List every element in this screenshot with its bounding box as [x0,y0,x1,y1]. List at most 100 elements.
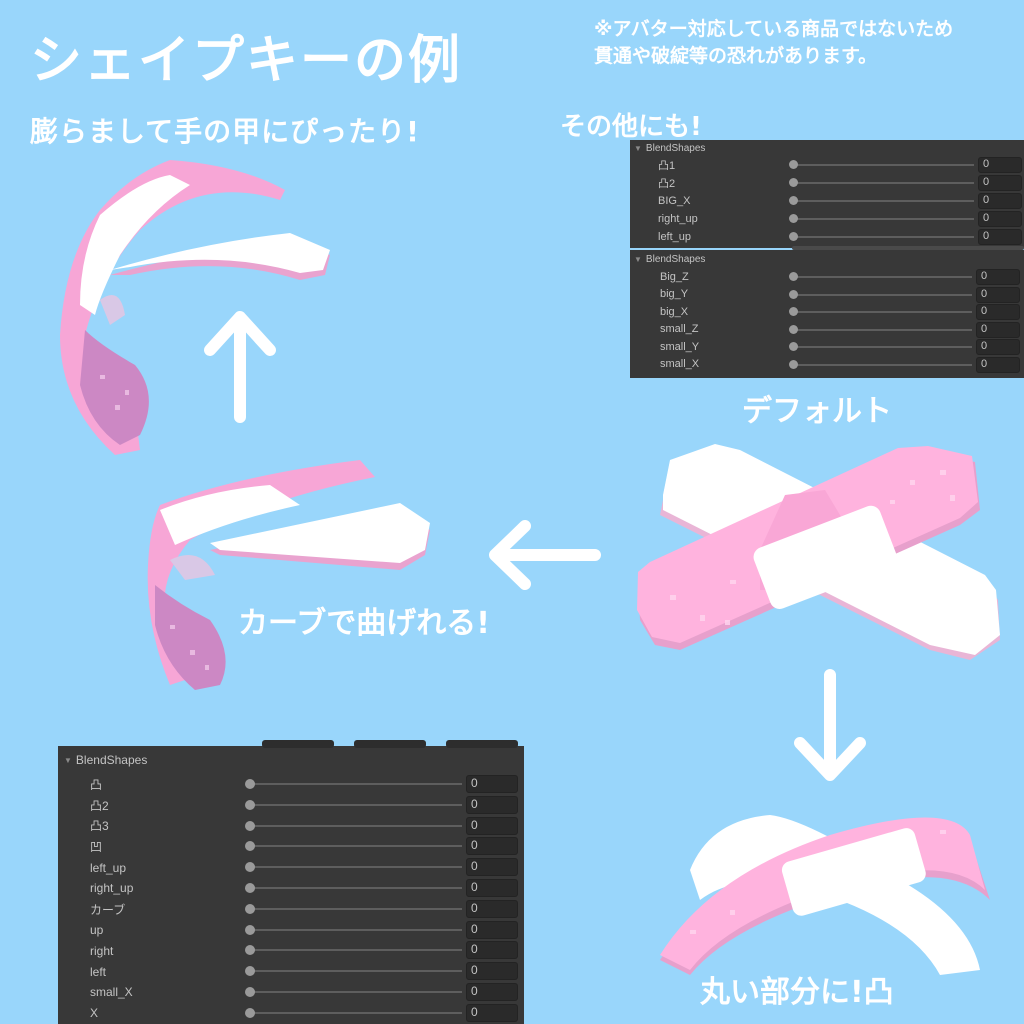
value-field[interactable]: 0 [976,339,1020,355]
blendshape-row: 凸2 0 [630,174,1024,192]
slider-knob[interactable] [245,945,255,956]
value-field[interactable]: 0 [976,269,1020,285]
blendshape-row: small_Z 0 [630,321,1024,339]
bandage-puffed-illustration [40,155,360,455]
triangle-down-icon: ▼ [634,254,642,264]
slider-track[interactable] [250,970,462,973]
value-field[interactable]: 0 [978,157,1022,173]
slider-track[interactable] [250,824,462,827]
slider-track[interactable] [794,311,972,313]
slider-track[interactable] [794,218,974,220]
slider-track[interactable] [794,328,972,331]
slider-track[interactable] [250,845,462,848]
slider-track[interactable] [250,1011,462,1014]
blendshape-label: right_up [90,881,134,896]
slider-track[interactable] [250,990,462,993]
value-field[interactable]: 0 [466,816,518,835]
slider-track[interactable] [250,803,462,806]
value-field[interactable]: 0 [466,858,518,877]
bandage-default-illustration [630,440,1024,670]
slider-knob[interactable] [245,862,255,873]
slider-knob[interactable] [245,924,255,935]
slider-track[interactable] [794,182,974,184]
slider-track[interactable] [250,886,462,889]
toolbar-tab[interactable] [262,740,334,748]
blendshapes-foldout[interactable]: ▼ BlendShapes [630,250,1024,268]
toolbar-tab[interactable] [354,740,426,748]
slider-track[interactable] [794,200,974,202]
blendshape-label: small_Z [660,323,699,336]
blendshape-label: up [90,922,104,937]
blendshape-row: left_up 0 [630,228,1024,246]
notice-line-2: 貫通や破綻等の恐れがあります。 [594,45,878,67]
blendshape-label: right_up [658,213,698,225]
slider-track[interactable] [250,907,462,910]
value-field[interactable]: 0 [466,920,518,939]
slider-track[interactable] [794,363,972,366]
value-field[interactable]: 0 [978,175,1022,191]
value-field[interactable]: 0 [978,193,1022,209]
value-field[interactable]: 0 [466,899,518,918]
value-field[interactable]: 0 [466,941,518,960]
value-field[interactable]: 0 [466,962,518,981]
value-field[interactable]: 0 [976,321,1020,338]
value-field[interactable]: 0 [978,229,1022,245]
value-field[interactable]: 0 [466,837,518,856]
value-field[interactable]: 0 [978,211,1022,227]
notice: ※アバター対応している商品ではないため 貫通や破綻等の恐れがあります。 [594,16,953,70]
slider-knob[interactable] [789,214,798,223]
slider-track[interactable] [794,164,974,166]
slider-track[interactable] [794,276,972,278]
toolbar-tab[interactable] [446,740,518,748]
value-field[interactable]: 0 [976,286,1020,303]
blendshape-label: left [90,964,107,979]
arrow-up-icon [200,305,280,425]
slider-track[interactable] [250,928,462,931]
slider-knob[interactable] [245,882,255,893]
slider-knob[interactable] [789,160,798,169]
slider-knob[interactable] [245,903,255,914]
slider-knob[interactable] [245,841,255,852]
value-field[interactable]: 0 [466,1003,518,1022]
slider-knob[interactable] [245,820,255,831]
slider-knob[interactable] [789,232,798,241]
value-field[interactable]: 0 [466,982,518,1001]
value-field[interactable]: 0 [466,878,518,897]
blendshape-row: BIG_X 0 [630,192,1024,210]
slider-knob[interactable] [789,342,798,351]
slider-knob[interactable] [245,986,255,997]
slider-track[interactable] [250,866,462,869]
slider-knob[interactable] [245,779,255,789]
slider-knob[interactable] [789,307,798,316]
slider-knob[interactable] [789,359,798,369]
slider-track[interactable] [794,293,972,296]
slider-knob[interactable] [789,196,798,205]
value-field[interactable]: 0 [976,304,1020,320]
blendshape-label: left_up [90,860,127,875]
slider-track[interactable] [250,949,462,952]
value-field[interactable]: 0 [466,775,518,793]
slider-track[interactable] [250,783,462,785]
blendshapes-panel-top-b: ▼ BlendShapes Big_Z 0 big_Y 0 big_X 0 sm… [630,250,1024,378]
triangle-down-icon: ▼ [634,143,642,153]
slider-knob[interactable] [789,324,798,334]
value-field[interactable]: 0 [976,356,1020,373]
blendshapes-foldout[interactable]: ▼ BlendShapes [630,140,1024,156]
page-title: シェイプキーの例 [30,31,463,91]
blendshape-label: small_Y [660,340,700,353]
slider-knob[interactable] [789,178,798,187]
slider-knob[interactable] [245,966,255,977]
slider-knob[interactable] [245,799,255,810]
slider-knob[interactable] [789,272,798,281]
value-field[interactable]: 0 [466,795,518,814]
slider-track[interactable] [794,236,974,238]
blendshapes-foldout[interactable]: ▼ BlendShapes [58,746,524,774]
slider-track[interactable] [794,346,972,348]
slider-knob[interactable] [245,1007,255,1018]
blendshape-label: 凸 [90,777,103,792]
blendshape-label: 凹 [90,840,103,855]
blendshape-label: small_X [660,358,700,371]
slider-knob[interactable] [789,289,798,299]
